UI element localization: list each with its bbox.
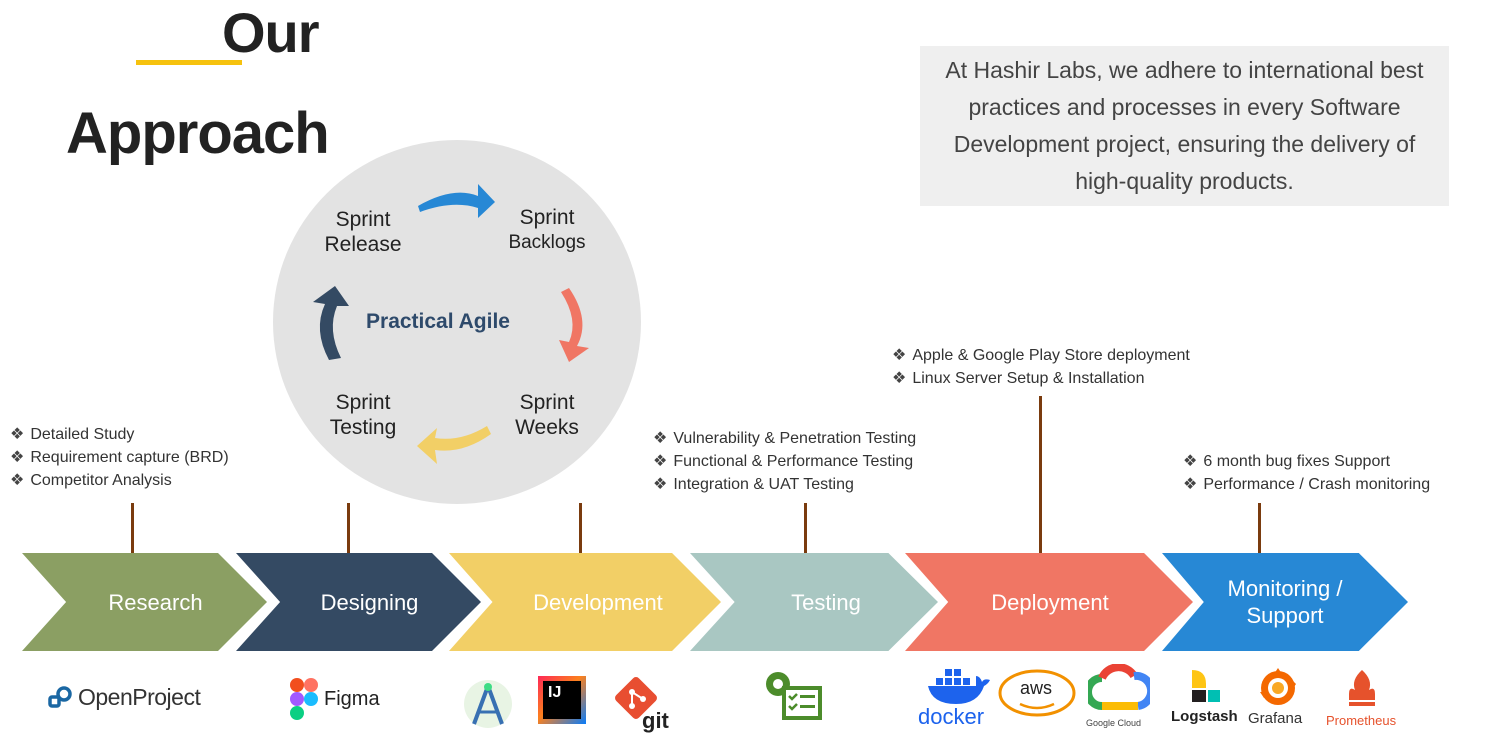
grafana-icon — [1260, 668, 1296, 705]
list-item: 6 month bug fixes Support — [1183, 450, 1430, 473]
git-label: git — [642, 708, 669, 733]
stage-deployment: Deployment — [905, 553, 1193, 651]
testing-gear-icon — [766, 672, 822, 720]
info-box: At Hashir Labs, we adhere to internation… — [920, 46, 1449, 206]
sprint-weeks-line1: Sprint — [519, 391, 575, 414]
figma-logo: Figma — [290, 678, 380, 720]
stage-deployment-label: Deployment — [991, 589, 1109, 615]
connector-designing — [347, 503, 350, 553]
list-item: Competitor Analysis — [10, 469, 229, 492]
stage-development-label: Development — [533, 589, 663, 615]
aws-label: aws — [1020, 678, 1053, 698]
docker-icon — [928, 669, 990, 704]
stage-monitoring-label: Monitoring / Support — [1227, 576, 1343, 628]
title-approach: Approach — [66, 101, 330, 166]
sprint-backlogs-line2: Backlogs — [508, 232, 586, 253]
figma-icon — [290, 678, 318, 720]
prometheus-label: Prometheus — [1326, 713, 1397, 728]
list-item: Functional & Performance Testing — [653, 450, 916, 473]
intellij-label: IJ — [543, 681, 581, 719]
connector-testing — [804, 503, 807, 553]
agile-cycle-arrows — [313, 184, 589, 464]
figma-label: Figma — [324, 687, 380, 710]
connector-development — [579, 503, 582, 553]
sprint-release-label: Sprint Release — [313, 207, 413, 257]
list-item: Detailed Study — [10, 423, 229, 446]
connector-research — [131, 503, 134, 553]
grafana-logo: Grafana — [1246, 666, 1310, 730]
list-item: Integration & UAT Testing — [653, 473, 916, 496]
git-logo: git — [612, 674, 672, 736]
connector-deployment — [1039, 396, 1042, 553]
sprint-weeks-line2: Weeks — [515, 416, 579, 439]
deployment-bullets: Apple & Google Play Store deployment Lin… — [892, 344, 1190, 390]
sprint-backlogs-line1: Sprint — [519, 206, 575, 229]
sprint-release-line1: Sprint — [335, 208, 391, 231]
cycle-arrow-yellow — [417, 426, 491, 464]
title-underline — [136, 60, 242, 65]
sprint-testing-line1: Sprint — [335, 391, 391, 414]
google-cloud-label: Google Cloud — [1086, 718, 1142, 728]
android-studio-icon — [464, 680, 512, 728]
prometheus-icon — [1349, 670, 1375, 706]
sprint-testing-line2: Testing — [329, 416, 397, 439]
info-text: At Hashir Labs, we adhere to internation… — [945, 57, 1424, 194]
title-our: Our — [222, 1, 320, 64]
logstash-logo: Logstash — [1170, 668, 1240, 730]
sprint-weeks-label: Sprint Weeks — [497, 390, 597, 440]
connector-monitoring — [1258, 503, 1261, 553]
logstash-label: Logstash — [1171, 708, 1238, 725]
intellij-icon: IJ — [538, 676, 586, 724]
grafana-label: Grafana — [1248, 710, 1303, 727]
stage-testing: Testing — [690, 553, 938, 651]
aws-logo: aws — [998, 668, 1076, 718]
cycle-arrow-dark — [313, 286, 349, 360]
openproject-label: OpenProject — [78, 684, 201, 710]
prometheus-logo: Prometheus — [1322, 668, 1402, 730]
list-item: Apple & Google Play Store deployment — [892, 344, 1190, 367]
logstash-icon — [1192, 670, 1220, 702]
list-item: Linux Server Setup & Installation — [892, 367, 1190, 390]
testing-bullets: Vulnerability & Penetration Testing Func… — [653, 427, 916, 496]
list-item: Vulnerability & Penetration Testing — [653, 427, 916, 450]
sprint-backlogs-label: Sprint Backlogs — [497, 205, 597, 255]
practical-agile-label: Practical Agile — [366, 310, 510, 333]
docker-label: docker — [918, 704, 985, 729]
list-item: Requirement capture (BRD) — [10, 446, 228, 469]
stage-testing-label: Testing — [791, 589, 861, 615]
research-bullets: Detailed Study Requirement capture (BRD)… — [10, 423, 229, 492]
google-cloud-icon — [1088, 664, 1150, 710]
sprint-release-line2: Release — [324, 233, 402, 256]
openproject-logo: OpenProject — [48, 684, 201, 711]
aws-icon — [998, 669, 1076, 717]
git-icon — [615, 677, 657, 719]
stage-monitoring: Monitoring / Support — [1162, 553, 1408, 651]
docker-logo: docker — [916, 664, 996, 732]
stage-research: Research — [22, 553, 267, 651]
cycle-arrow-blue — [418, 184, 495, 218]
sprint-testing-label: Sprint Testing — [313, 390, 413, 440]
openproject-icon — [48, 685, 72, 708]
stage-designing-label: Designing — [320, 589, 419, 615]
monitoring-bullets: 6 month bug fixes Support Performance / … — [1183, 450, 1430, 496]
google-cloud-logo: Google Cloud — [1086, 664, 1152, 732]
cycle-arrow-red — [559, 288, 589, 362]
stage-designing: Designing — [236, 553, 481, 651]
stage-development: Development — [449, 553, 721, 651]
list-item: Performance / Crash monitoring — [1183, 473, 1430, 496]
stage-research-label: Research — [108, 589, 203, 615]
